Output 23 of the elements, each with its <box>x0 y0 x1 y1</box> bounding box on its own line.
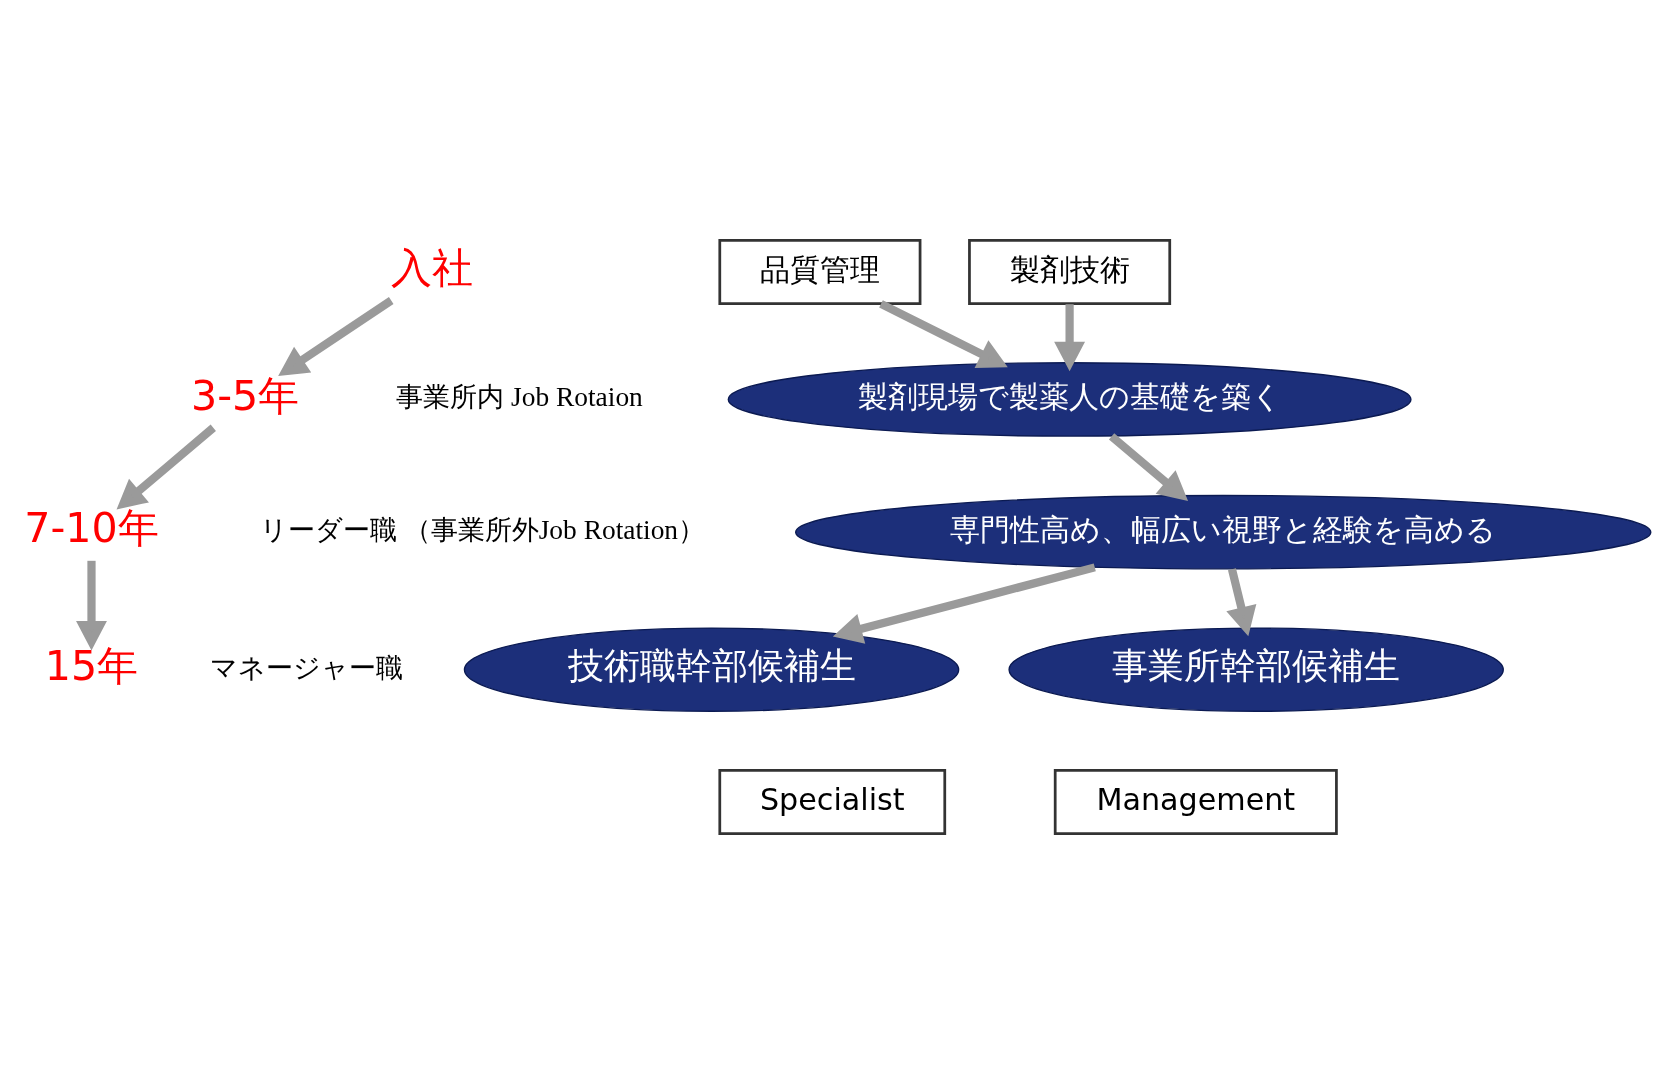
label: 事業所内 Job Rotaion <box>396 382 643 413</box>
arrow <box>832 563 1096 644</box>
arrow <box>278 297 394 376</box>
arrow <box>1054 304 1086 372</box>
node-ellipse: 技術職幹部候補生 <box>463 627 960 712</box>
node-text: 入社 <box>390 244 473 293</box>
node-text: 15年 <box>44 641 139 690</box>
arrow <box>1226 568 1257 637</box>
node-box: Management <box>1053 769 1338 835</box>
node-ellipse: 製剤現場で製薬人の基礎を築く <box>727 362 1412 437</box>
node-ellipse: 事業所幹部候補生 <box>1008 627 1504 712</box>
label: リーダー職 （事業所外Job Rotation） <box>259 515 706 546</box>
node-ellipse: 専門性高め、幅広い視野と経験を高める <box>795 494 1652 570</box>
arrow <box>116 424 216 510</box>
node-box: Specialist <box>718 769 947 835</box>
label: マネージャー職 <box>210 652 404 683</box>
arrow <box>879 300 1008 368</box>
node-text: 7-10年 <box>24 504 159 553</box>
node-text: 3-5年 <box>191 371 300 420</box>
node-box: 品質管理 <box>718 239 922 305</box>
arrow <box>1108 433 1189 501</box>
arrow <box>76 560 107 651</box>
node-box: 製剤技術 <box>968 239 1172 305</box>
